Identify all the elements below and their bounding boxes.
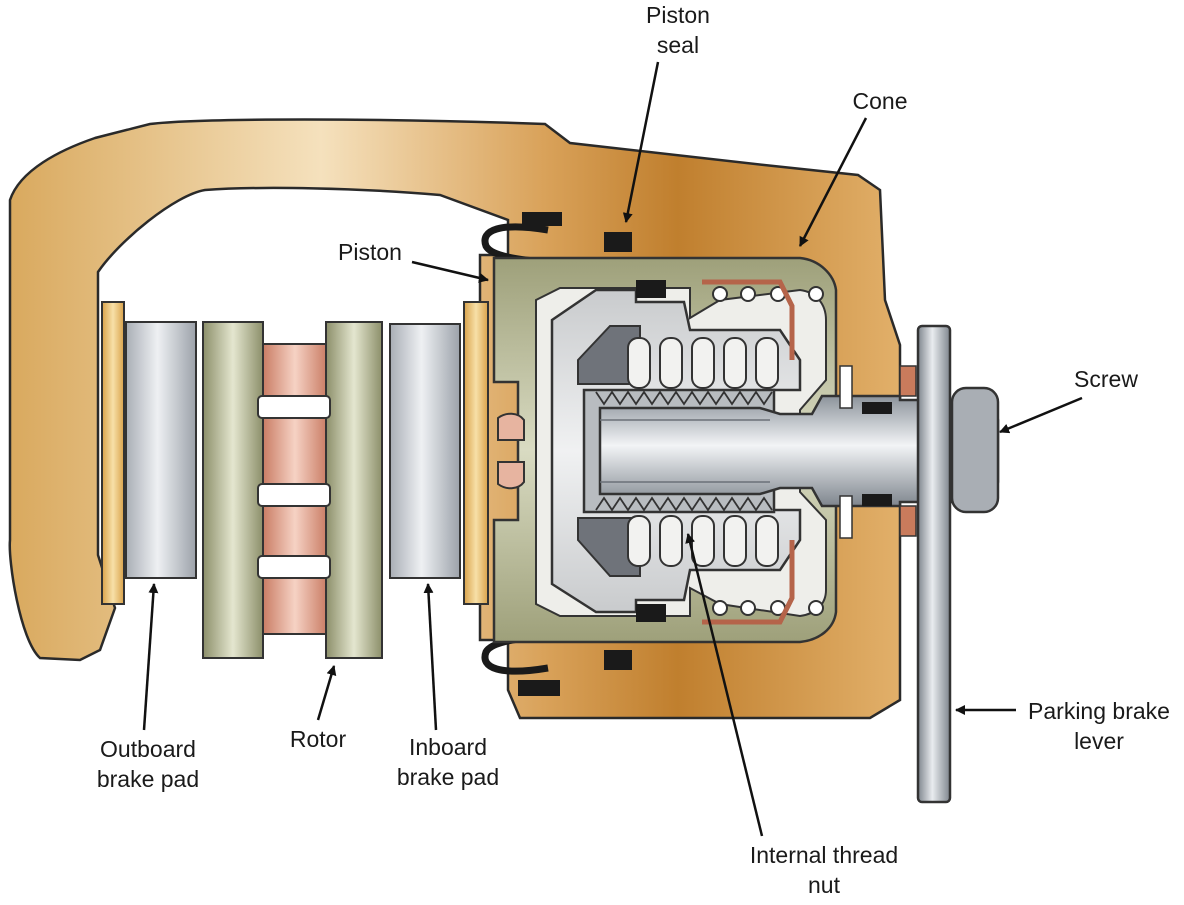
thread-teeth-top [595,390,773,406]
label-inboard-brake-pad-line2: brake pad [396,764,500,790]
label-piston-seal-line2: seal [656,32,700,58]
spring-bottom [627,515,779,567]
thread-teeth-bottom [595,496,773,512]
rotor [202,321,383,659]
leader-inboard-brake-pad [423,583,438,731]
label-internal-thread-nut-line1: Internal thread [749,842,899,868]
leader-lines [142,61,1083,837]
piston-seal-bottom [604,650,632,670]
spring-top [627,337,779,389]
label-parking-brake-lever-line1: Parking brake [1028,698,1170,724]
label-piston-seal-line1: Piston [646,2,710,28]
leader-piston [411,260,489,283]
label-screw-text: Screw [1074,366,1138,392]
label-rotor-text: Rotor [289,726,347,752]
label-outboard-brake-pad-line2: brake pad [96,766,200,792]
label-outboard-brake-pad-line1: Outboard [100,736,196,762]
leader-rotor [316,665,337,721]
label-cone: Cone [832,86,928,116]
label-cone-text: Cone [852,88,908,114]
leader-piston-seal [622,61,660,223]
label-piston: Piston [320,237,420,267]
leader-cone [798,117,868,247]
label-rotor: Rotor [268,724,368,754]
parking-brake-lever [916,324,952,804]
screw-end-nut [950,386,1000,514]
outboard-shim [101,301,125,605]
label-piston-text: Piston [338,239,402,265]
inboard-shim [463,301,489,605]
label-internal-thread-nut: Internal thread nut [724,840,924,900]
inboard-brake-pad [389,323,461,579]
label-inboard-brake-pad-line1: Inboard [408,734,487,760]
piston-seal-top [604,232,632,252]
label-screw: Screw [1056,364,1156,394]
bearing-balls [712,286,824,616]
label-piston-seal: Piston seal [628,0,728,60]
label-internal-thread-nut-line2: nut [808,872,840,898]
leader-internal-thread-nut [685,533,764,837]
label-inboard-brake-pad: Inboard brake pad [378,732,518,792]
outboard-brake-pad [125,321,197,579]
label-outboard-brake-pad: Outboard brake pad [78,734,218,794]
leader-outboard-brake-pad [142,583,159,731]
label-parking-brake-lever: Parking brake lever [1016,696,1182,756]
label-parking-brake-lever-line2: lever [1074,728,1124,754]
leader-screw [999,396,1083,434]
